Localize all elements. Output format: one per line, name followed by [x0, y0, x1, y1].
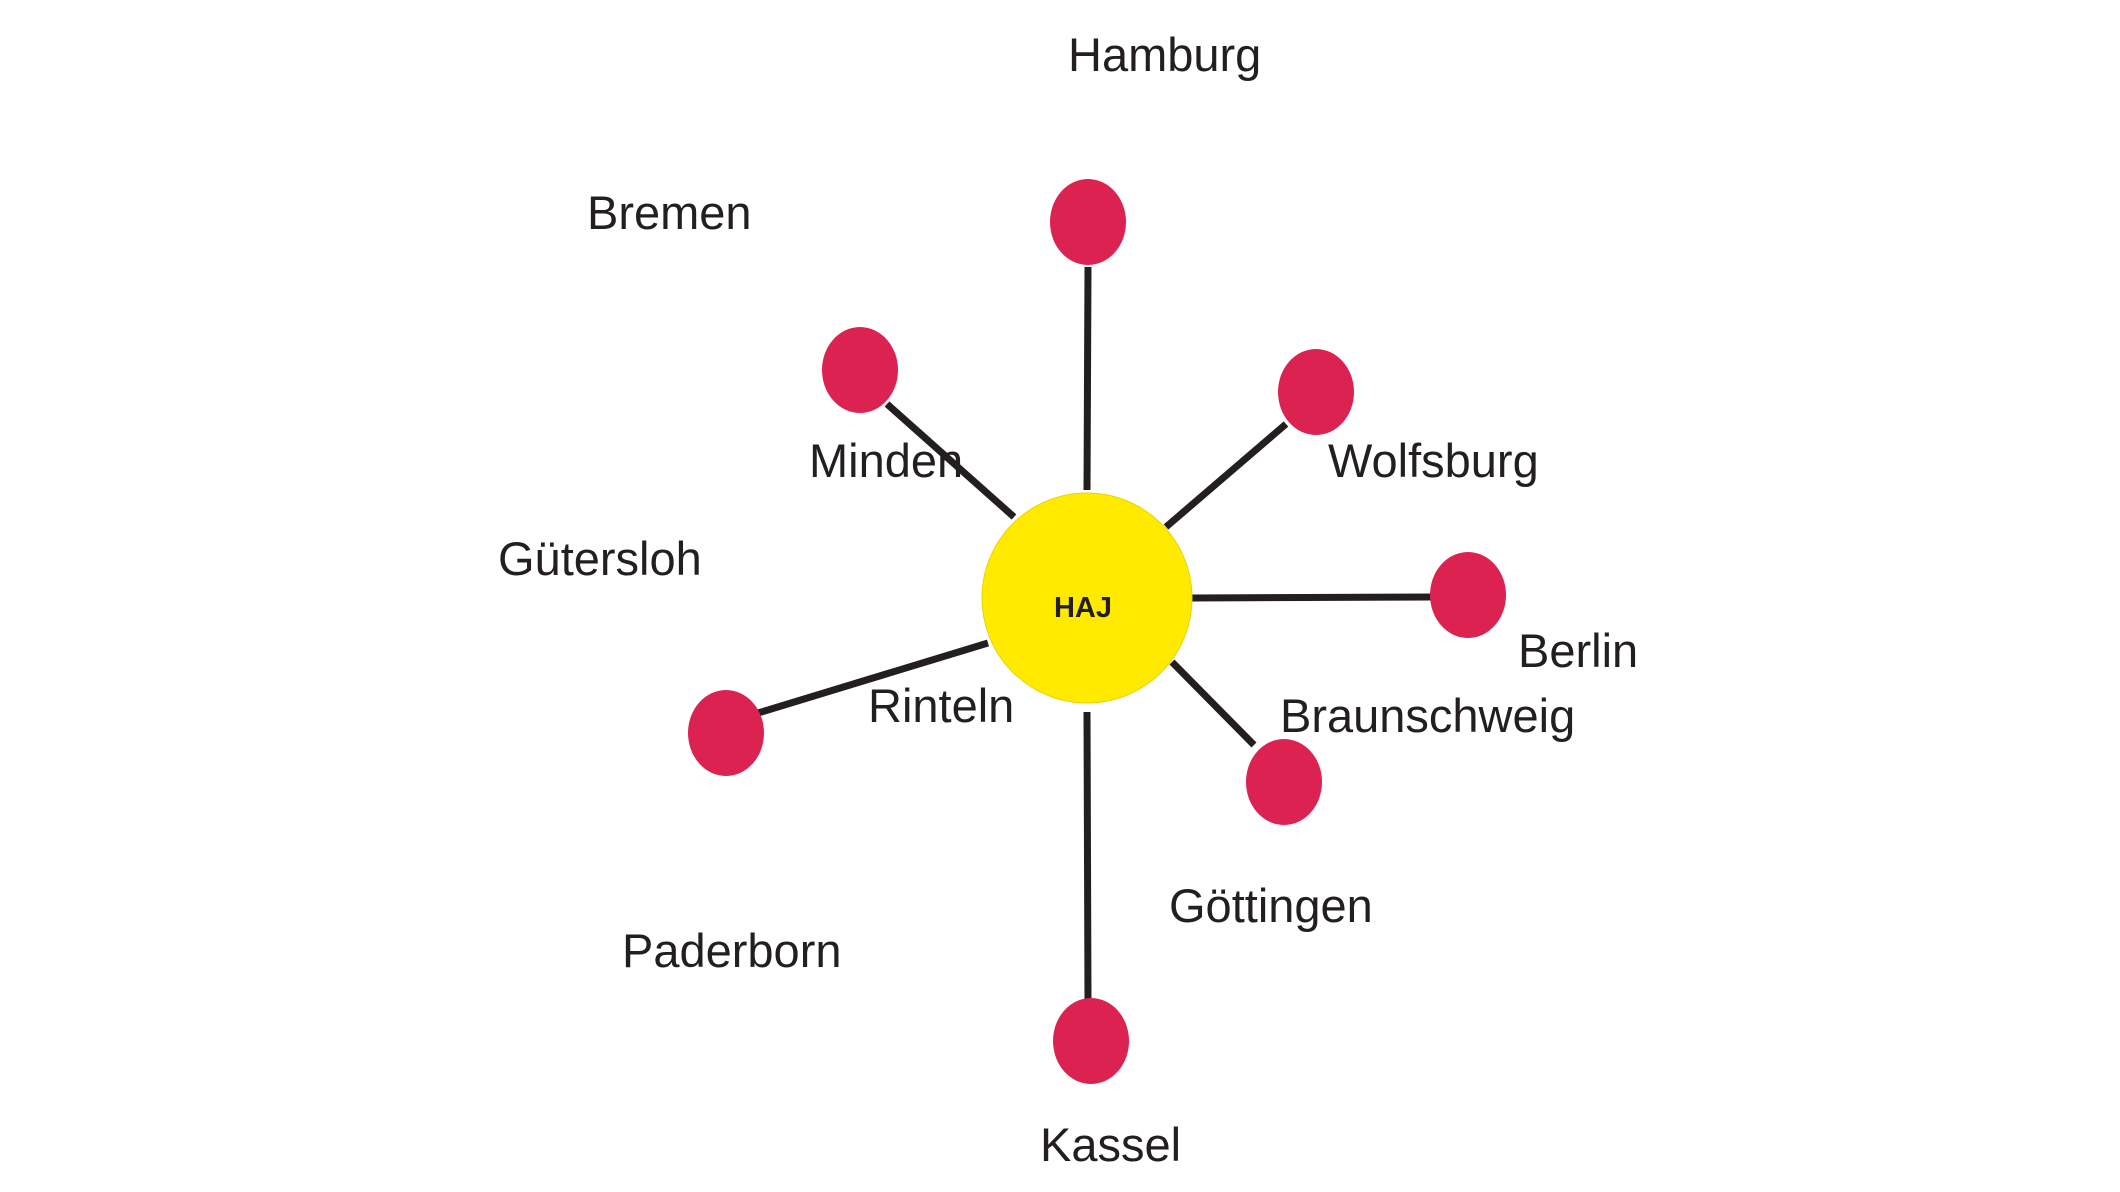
spoke-braunschweig	[1169, 659, 1257, 748]
node-braunschweig	[1246, 739, 1322, 825]
label-minden: Minden	[809, 434, 963, 487]
node-rinteln	[688, 690, 764, 776]
spoke-hamburg	[1083, 266, 1092, 491]
label-braunschweig: Braunschweig	[1280, 689, 1575, 742]
node-berlin	[1430, 552, 1506, 638]
label-kassel: Kassel	[1040, 1118, 1181, 1171]
hub-label: HAJ	[1054, 592, 1112, 624]
spoke-minden	[884, 401, 1017, 520]
node-kassel	[1053, 998, 1129, 1084]
label-rinteln: Rinteln	[868, 679, 1014, 732]
label-berlin: Berlin	[1518, 624, 1638, 677]
label-guetersloh: Gütersloh	[498, 532, 702, 585]
destination-nodes	[688, 179, 1506, 1084]
spokes	[756, 266, 1434, 1004]
node-minden	[822, 327, 898, 413]
label-goettingen: Göttingen	[1169, 879, 1373, 932]
label-bremen: Bremen	[587, 186, 752, 239]
hub-node: HAJ	[981, 492, 1193, 704]
node-hamburg	[1050, 179, 1126, 265]
spoke-rinteln	[756, 639, 990, 717]
city-labels: Hamburg Bremen Minden Wolfsburg Güterslo…	[498, 28, 1638, 1171]
spoke-kassel	[1083, 711, 1092, 1004]
label-hamburg: Hamburg	[1068, 28, 1261, 81]
label-wolfsburg: Wolfsburg	[1328, 434, 1539, 487]
label-paderborn: Paderborn	[622, 924, 842, 977]
spoke-berlin	[1190, 593, 1434, 602]
hub-circle	[981, 492, 1193, 704]
spoke-wolfsburg	[1163, 421, 1289, 530]
node-wolfsburg	[1278, 349, 1354, 435]
